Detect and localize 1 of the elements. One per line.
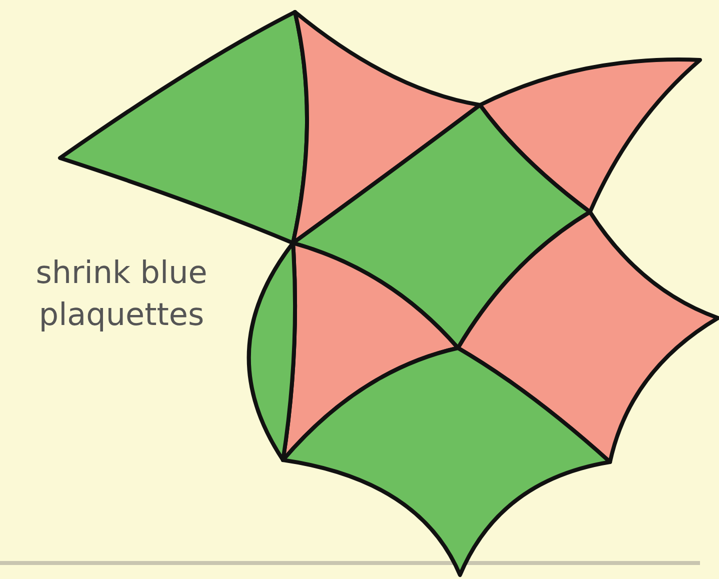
caption-text: shrink blue plaquettes	[34, 254, 208, 335]
